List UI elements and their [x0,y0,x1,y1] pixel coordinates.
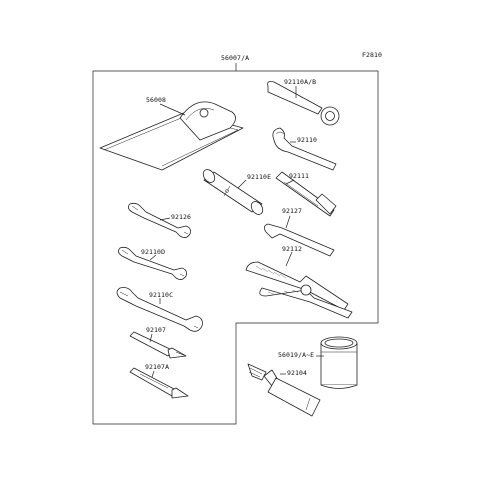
grease-tube-label: 92104 [287,369,307,377]
screwdriver-grip-drawing [275,171,337,217]
tool-pouch-label: 56008 [146,96,166,104]
hook-wrench-drawing [267,81,340,126]
hook-wrench-label: 92110A/B [284,78,316,86]
screwdriver-grip-leader [285,179,295,185]
wrench-small-leader [159,217,171,221]
assembly-border [92,70,379,425]
screwdriver-shaft-leader [151,370,155,378]
wrench-medium-drawing [118,246,187,280]
grease-tube-drawing [247,363,321,417]
wrench-large-label: 92110C [149,291,173,299]
screwdriver-grip-label: 92111 [289,172,309,180]
wrench-medium-label: 92110D [141,248,165,256]
pliers-label: 92112 [282,245,302,253]
screwdriver-bit-label: 92107 [146,326,166,334]
grease-can-drawing [320,336,358,389]
wrench-medium-leader [149,254,157,261]
wrench-small-drawing [128,202,191,238]
hex-key-drawing [264,223,335,257]
screwdriver-bit-drawing [129,331,187,359]
wrench-small-label: 92126 [171,213,191,221]
wrench-large-drawing [116,287,203,332]
tool-pouch-leader [159,103,186,116]
pliers-drawing [245,261,353,319]
assembly-label: 56007/A [221,54,249,62]
screwdriver-shaft-drawing [129,367,189,399]
pliers-leader [285,251,293,267]
plug-wrench-leader [237,179,247,189]
plug-wrench-label: 92110E [247,173,271,181]
plug-wrench-drawing [202,169,264,215]
pin-spanner-label: 92110 [297,136,317,144]
screwdriver-shaft-label: 92107A [145,363,169,371]
screwdriver-bit-leader [149,333,153,343]
hex-key-label: 92127 [282,207,302,215]
pin-spanner-drawing [272,127,337,171]
hex-key-leader [285,215,291,229]
figure-code: F2810 [362,51,382,59]
tool-pouch-drawing [99,101,244,171]
grease-can-label: 56019/A~E [278,351,314,359]
